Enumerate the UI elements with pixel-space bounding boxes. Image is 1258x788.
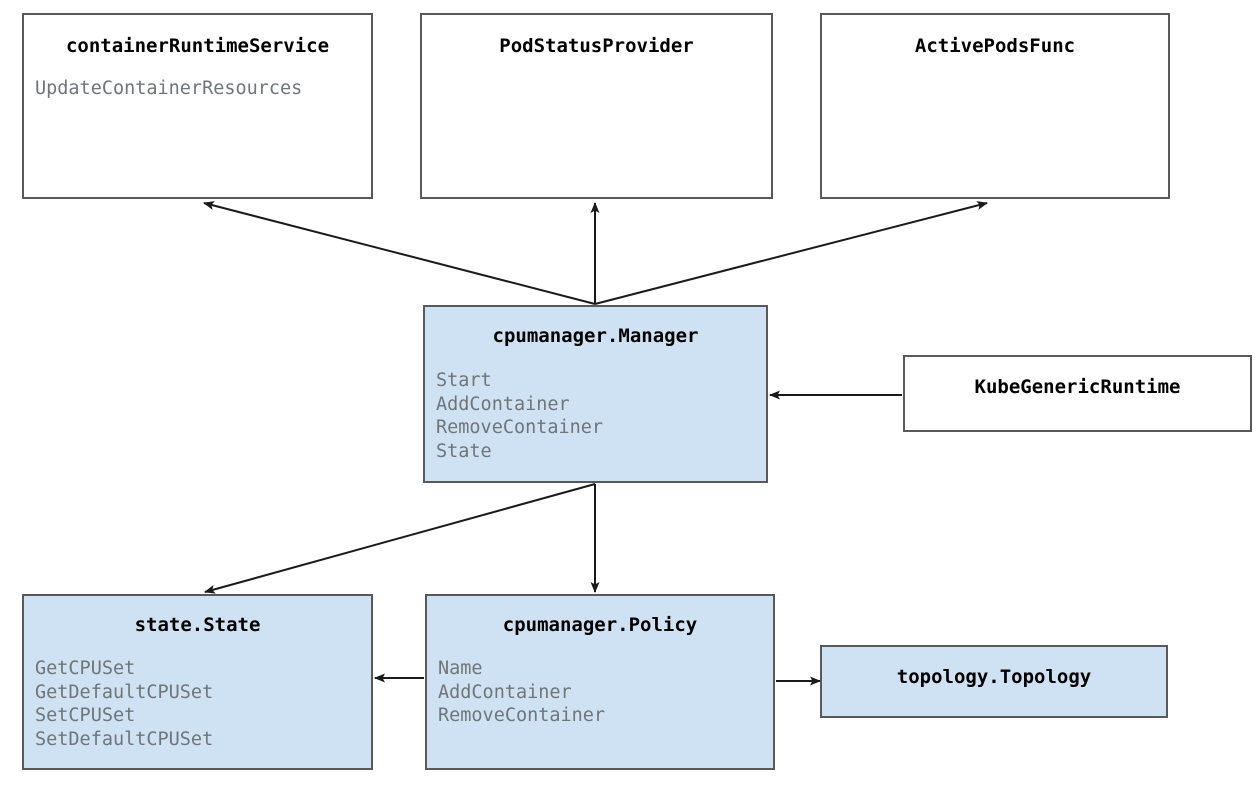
class-member: SetCPUSet (35, 705, 136, 726)
class-node-ActivePodsFunc[interactable]: ActivePodsFunc (820, 13, 1170, 199)
class-node-title: containerRuntimeService (65, 35, 330, 57)
class-node-containerRuntimeService[interactable]: containerRuntimeService UpdateContainerR… (22, 13, 373, 199)
class-member: SetDefaultCPUSet (35, 728, 214, 750)
class-member: GetCPUSet (35, 658, 136, 679)
class-node-title: topology.Topology (896, 666, 1092, 688)
class-node-title: ActivePodsFunc (914, 35, 1076, 57)
class-member: RemoveContainer (436, 417, 604, 438)
class-node-members: Start AddContainer RemoveContainer State (436, 369, 766, 463)
class-member: AddContainer (436, 393, 570, 415)
edge-manager-to-stateState (204, 483, 596, 594)
class-node-topology-Topology[interactable]: topology.Topology (820, 645, 1168, 718)
class-node-cpumanager-Policy[interactable]: cpumanager.Policy Name AddContainer Remo… (425, 594, 775, 770)
class-node-PodStatusProvider[interactable]: PodStatusProvider (420, 13, 773, 199)
class-member: AddContainer (438, 681, 572, 703)
class-node-state-State[interactable]: state.State GetCPUSet GetDefaultCPUSet S… (22, 594, 373, 770)
edge-manager-to-activePodsFunc (594, 201, 988, 305)
class-node-members: UpdateContainerResources (35, 77, 371, 101)
class-member: UpdateContainerResources (35, 78, 303, 99)
edge-manager-to-containerRuntimeService (203, 201, 596, 305)
class-node-cpumanager-Manager[interactable]: cpumanager.Manager Start AddContainer Re… (423, 305, 768, 483)
class-member: GetDefaultCPUSet (35, 681, 214, 703)
class-member: RemoveContainer (438, 705, 606, 726)
class-node-KubeGenericRuntime[interactable]: KubeGenericRuntime (903, 355, 1252, 432)
class-node-title: KubeGenericRuntime (974, 376, 1181, 398)
class-member: Start (436, 370, 492, 391)
class-node-members: GetCPUSet GetDefaultCPUSet SetCPUSet Set… (35, 657, 371, 751)
class-node-title: PodStatusProvider (499, 35, 694, 57)
class-node-title: cpumanager.Manager (492, 325, 699, 347)
class-member: State (436, 440, 492, 462)
class-node-title: cpumanager.Policy (502, 614, 698, 636)
class-member: Name (438, 658, 483, 679)
class-node-title: state.State (134, 614, 261, 636)
class-node-members: Name AddContainer RemoveContainer (438, 657, 773, 728)
